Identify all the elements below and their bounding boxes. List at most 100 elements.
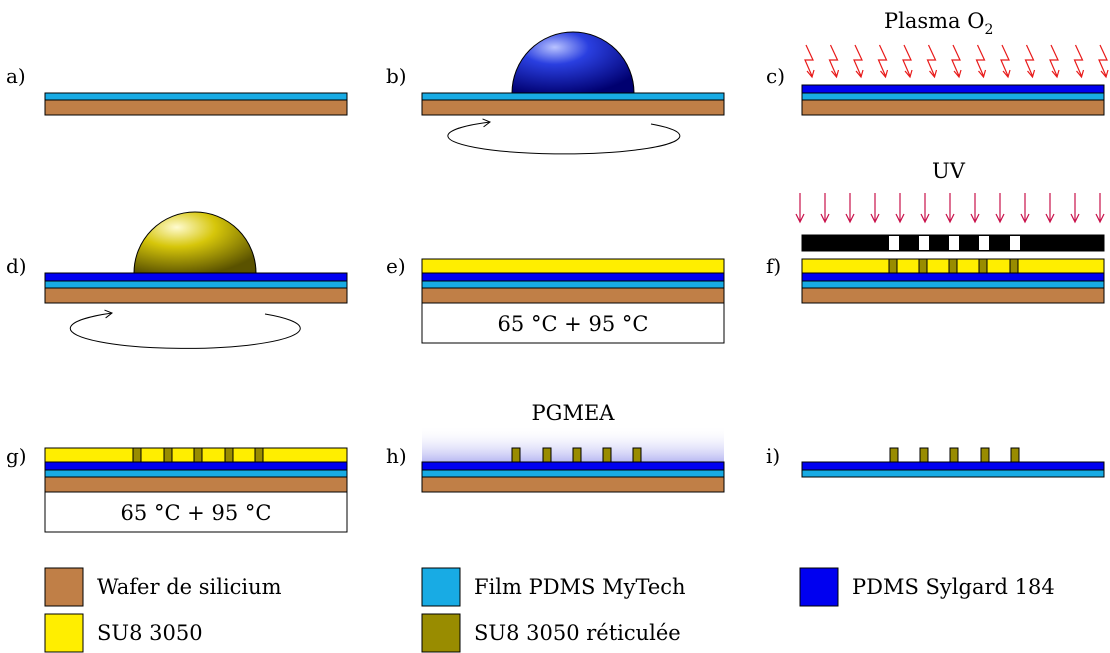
su8-cured-pillars [888,258,1019,274]
bake-box [421,302,725,344]
panel-label-g: g) [6,444,27,468]
uv-arrow-icon [870,193,880,224]
pdms-sylgard-layer [421,461,725,471]
film-pdms-mytech-layer [44,469,348,478]
uv-arrow-icon [845,193,855,224]
film-pdms-mytech-layer [421,92,725,101]
su8-cured-pillar [511,447,521,463]
uv-arrow-icon [945,193,955,224]
mask-opening [919,236,929,250]
pdms-sylgard-layer [801,84,1105,94]
panel-i: i) [766,444,1105,478]
panel-label-i: i) [766,444,780,468]
uv-arrow-icon [795,193,1105,224]
uv-arrow-icon [895,193,905,224]
su8-cured-pillar [949,447,959,463]
mask-opening [979,236,989,250]
pdms-sylgard-layer [801,461,1105,471]
uv-arrow-icon [1070,193,1080,224]
pdms-drop-icon [511,31,635,94]
plasma-lightning-arrow-icon [926,44,938,79]
process-caption-plasma: Plasma O2 [884,9,993,38]
legend-swatch-film [421,567,461,607]
panel-g: g) 65 °C + 95 °C [6,444,348,533]
legend-swatch-wafer [44,567,84,607]
panel-label-e: e) [386,254,406,278]
su8-drop-icon [133,211,257,274]
legend-label-su8-cured: SU8 3050 réticulée [474,621,681,645]
silicon-wafer-layer [421,287,725,304]
su8-cured-pillar [602,447,612,463]
silicon-wafer-layer [44,476,348,493]
pdms-sylgard-layer [421,272,725,282]
su8-cured-pillar [193,447,203,463]
su8-cured-pillar [632,447,642,463]
uv-arrow-icon [1045,193,1055,224]
legend-label-su8: SU8 3050 [97,621,203,645]
plasma-lightning-arrow-icon [1073,44,1085,79]
panel-b: b) [386,31,725,155]
silicon-wafer-layer [801,99,1105,116]
panel-label-b: b) [386,64,407,88]
legend-item-su8-cured: SU8 3050 réticulée [421,613,681,653]
su8-cured-pillar [889,447,899,463]
pdms-sylgard-layer [44,461,348,471]
spin-rotation-arrow-icon [447,118,681,155]
panel-a: a) [6,64,348,116]
process-caption-pgmea: PGMEA [532,401,616,425]
su8-cured-pillar [918,258,928,274]
panel-label-f: f) [766,254,781,278]
mask-opening [949,236,959,250]
process-caption-uv: UV [932,159,966,183]
su8-cured-pillar [572,447,582,463]
silicon-wafer-layer [44,99,348,116]
plasma-lightning-arrow-icon [902,44,913,79]
mask-opening [1010,236,1020,250]
panel-label-h: h) [386,444,407,468]
plasma-lightning-arrow-icon [951,44,962,79]
film-pdms-mytech-layer [801,280,1105,289]
bake-temperature-label: 65 °C + 95 °C [498,312,649,336]
su8-cured-pillar [1010,447,1020,463]
su8-cured-pillar [132,447,142,463]
plasma-lightning-arrow-icon [877,44,889,79]
pdms-sylgard-layer [44,272,348,282]
legend-label-pdms: PDMS Sylgard 184 [852,575,1055,599]
legend-item-wafer: Wafer de silicium [44,567,282,607]
legend-swatch-pdms [799,567,839,607]
su8-cured-pillar [542,447,552,463]
uv-arrow-icon [995,193,1005,224]
su8-cured-pillar [1009,258,1019,274]
uv-arrow-icon [820,193,830,224]
film-pdms-mytech-layer [421,469,725,478]
su8-cured-pillar [888,258,898,274]
plasma-lightning-arrow-icon [804,44,1109,79]
plasma-lightning-arrow-icon [975,44,987,79]
bake-temperature-label: 65 °C + 95 °C [121,501,272,525]
legend-label-film: Film PDMS MyTech [474,575,686,599]
plasma-lightning-arrow-icon [804,44,815,79]
legend-label-wafer: Wafer de silicium [97,575,282,599]
uv-arrow-icon [795,193,805,224]
legend-item-su8: SU8 3050 [44,613,203,653]
pdms-sylgard-layer [801,272,1105,282]
panel-f: UV f) [766,159,1105,304]
panel-label-a: a) [6,64,26,88]
uv-arrow-icon [1020,193,1030,224]
su8-cured-pillar [163,447,173,463]
panel-h: PGMEA h) [386,401,725,493]
plasma-lightning-arrow-icon [1049,44,1060,79]
photomask-openings [889,236,1020,250]
su8-cured-pillars [889,447,1020,463]
film-pdms-mytech-layer [421,280,725,289]
film-pdms-mytech-layer [44,280,348,289]
su8-layer [421,258,725,274]
plasma-lightning-arrow-icon [1024,44,1036,79]
su8-cured-pillar [224,447,234,463]
plasma-lightning-arrow-icon [1000,44,1011,79]
legend-swatch-su8 [44,613,84,653]
film-pdms-mytech-layer [801,469,1105,478]
silicon-wafer-layer [421,476,725,493]
su8-cured-pillar [978,258,988,274]
